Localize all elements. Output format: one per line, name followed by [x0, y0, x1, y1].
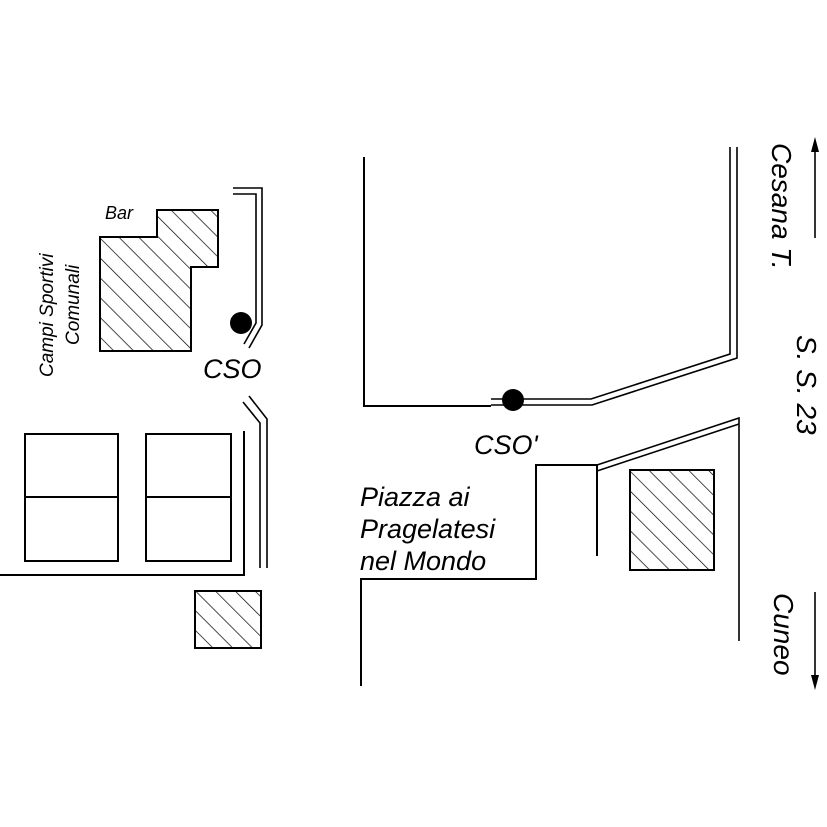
road-cso-upper-outer [233, 187, 263, 349]
piazza-label-line1: Piazza ai [360, 482, 471, 512]
right-building [629, 469, 715, 571]
cuneo-label: Cuneo [768, 593, 799, 676]
piazza-outline [360, 464, 598, 686]
road-cso-lower-outer [248, 395, 268, 568]
small-building [194, 590, 262, 649]
road-lower-diagonal-inner [596, 423, 740, 472]
sports-area-boundary [0, 431, 245, 576]
bar-label: Bar [105, 203, 134, 223]
cesana-label: Cesana T. [766, 143, 797, 270]
road-cso-prime-outer [491, 147, 731, 400]
road-label: S. S. 23 [791, 335, 822, 435]
road-cso-prime-inner [491, 147, 738, 406]
cso-prime-marker[interactable] [502, 389, 524, 411]
sports-label-line1: Campi Sportivi [37, 253, 58, 377]
piazza-label-line2: Pragelatesi [360, 514, 496, 544]
sports-label-line2: Comunali [63, 264, 84, 345]
bar-building [99, 209, 219, 352]
arrow-cuneo-icon [811, 675, 819, 690]
cso-marker[interactable] [230, 312, 252, 334]
piazza-label-line3: nel Mondo [360, 546, 486, 576]
road-cso-lower-inner [242, 401, 261, 568]
arrow-cesana-icon [811, 137, 819, 152]
road-lower-diagonal-outer [596, 416, 740, 641]
cso-label: CSO [203, 354, 262, 384]
road-cso-upper-inner [233, 193, 257, 345]
cso-prime-label: CSO' [474, 430, 539, 460]
road-upper-block-left [363, 157, 491, 407]
